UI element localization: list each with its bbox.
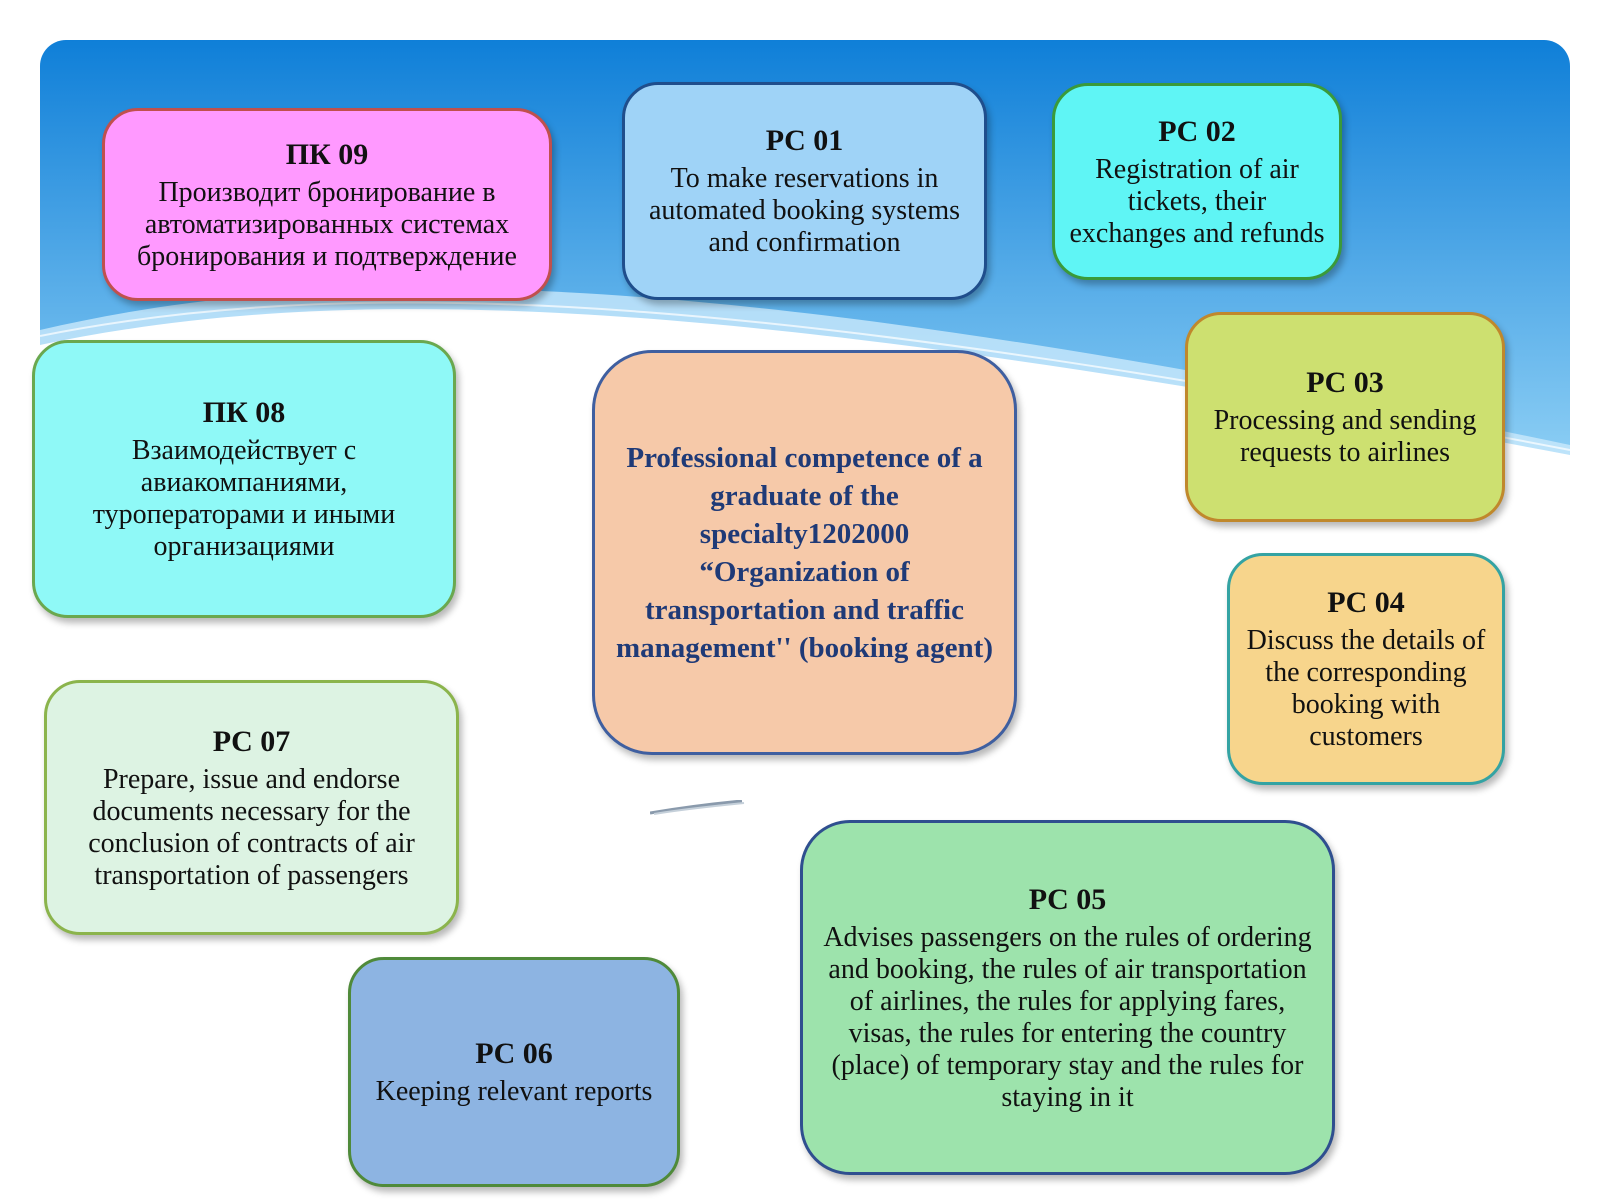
decorative-brush-stroke <box>650 800 745 815</box>
competence-description: Keeping relevant reports <box>375 1076 653 1107</box>
competence-description: Производит бронирование в автоматизирова… <box>137 176 517 272</box>
competence-code: ПК 09 <box>285 137 369 171</box>
competence-code: PC 06 <box>475 1037 553 1070</box>
competence-code: ПК 08 <box>202 396 286 429</box>
central-competence-box: Professional competence of a graduate of… <box>592 350 1017 755</box>
competence-description: Advises passengers on the rules of order… <box>823 921 1312 1113</box>
competence-box-pc03: PC 03 Processing and sending requests to… <box>1185 312 1505 522</box>
competence-code: PC 02 <box>1158 114 1236 148</box>
competence-code: PC 03 <box>1306 366 1384 399</box>
competence-code: PC 05 <box>1028 882 1107 916</box>
competence-description: Discuss the details of the corresponding… <box>1246 625 1486 752</box>
competence-description: Взаимодействует с авиакомпаниями, туропе… <box>92 435 396 562</box>
competence-code: PC 07 <box>212 724 291 758</box>
competence-description: Processing and sending requests to airli… <box>1213 405 1477 468</box>
competence-box-pk08: ПК 08 Взаимодействует с авиакомпаниями, … <box>32 340 456 618</box>
competence-box-pc06: PC 06 Keeping relevant reports <box>348 957 680 1187</box>
competence-box-pc01: PC 01 To make reservations in automated … <box>622 82 987 300</box>
competence-description: Registration of air tickets, their excha… <box>1069 153 1325 249</box>
competence-box-pk09: ПК 09 Производит бронирование в автомати… <box>102 108 552 301</box>
competence-code: PC 01 <box>765 124 844 157</box>
competence-box-pc07: PC 07 Prepare, issue and endorse documen… <box>44 680 459 935</box>
competence-description: To make reservations in automated bookin… <box>648 163 961 258</box>
competence-box-pc04: PC 04 Discuss the details of the corresp… <box>1227 553 1505 785</box>
central-competence-text: Professional competence of a graduate of… <box>616 441 993 664</box>
competence-box-pc02: PC 02 Registration of air tickets, their… <box>1052 83 1342 280</box>
competence-code: PC 04 <box>1327 586 1405 619</box>
competence-description: Prepare, issue and endorse documents nec… <box>88 763 415 891</box>
competence-box-pc05: PC 05 Advises passengers on the rules of… <box>800 820 1335 1175</box>
